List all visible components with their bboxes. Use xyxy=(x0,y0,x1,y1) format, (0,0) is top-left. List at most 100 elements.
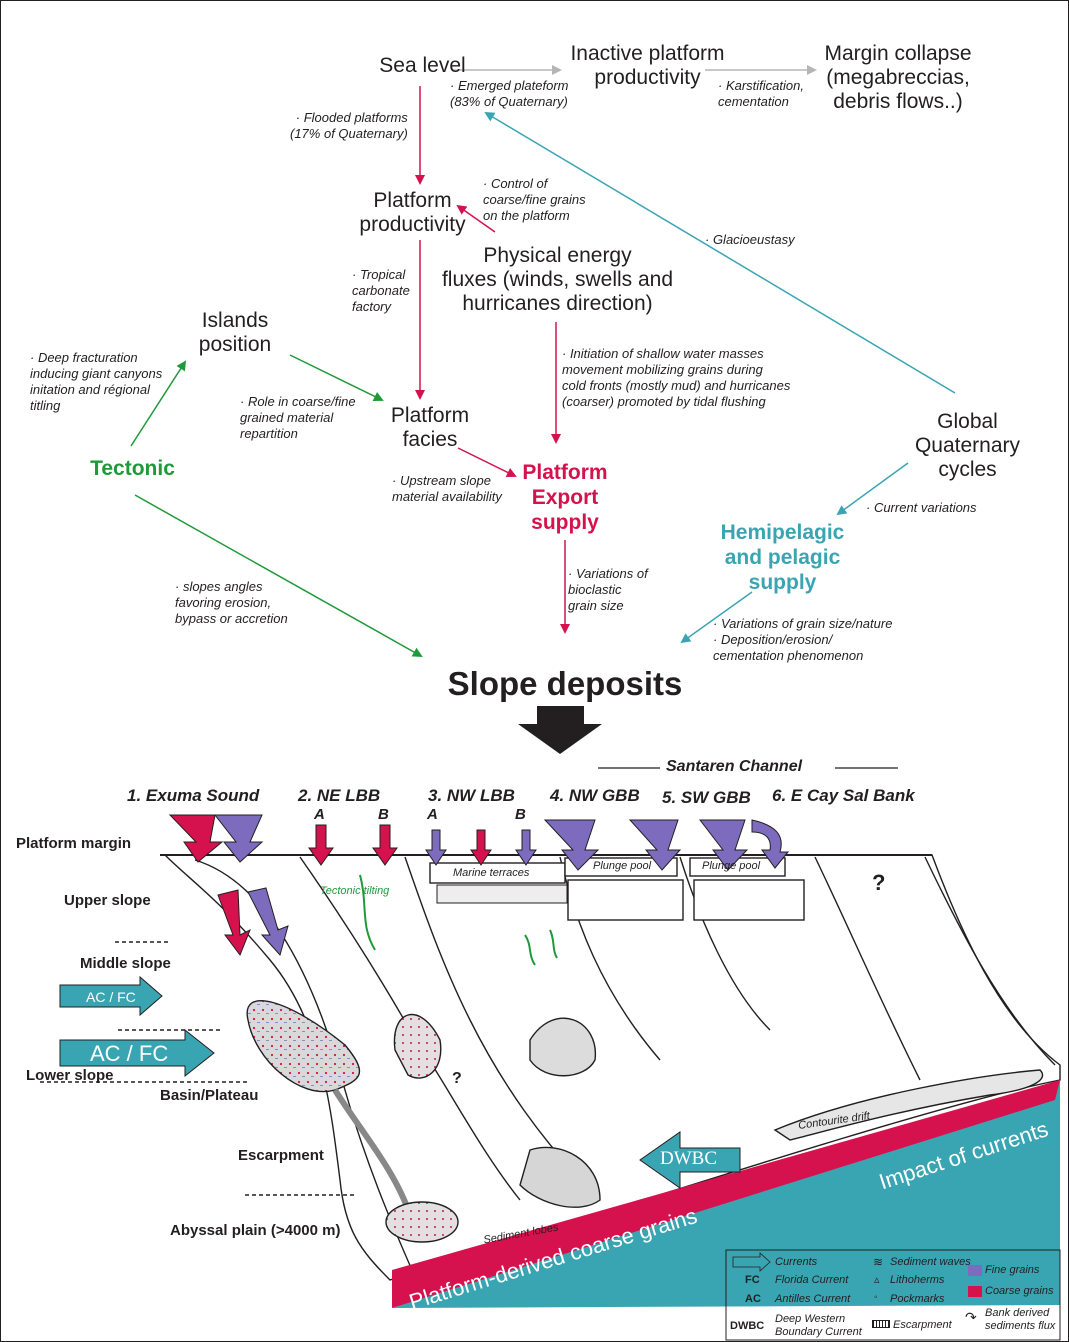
node-global-cycles: Global Quaternary cycles xyxy=(914,410,1021,481)
legend-coarse-swatch xyxy=(968,1286,982,1297)
node-sea-level: Sea level xyxy=(379,54,466,77)
flux-nelbb-a xyxy=(308,824,334,866)
flux-exuma-coarse xyxy=(168,814,224,863)
note-flooded: · Flooded platforms (17% of Quaternary) xyxy=(290,110,408,141)
plunge-pool-label-1: Plunge pool xyxy=(593,860,652,872)
terrace-band xyxy=(436,884,568,904)
note-current-variations: · Current variations xyxy=(866,500,977,515)
node-inactive-productivity: Inactive platform productivity xyxy=(570,42,725,89)
arrow-energy-productivity xyxy=(456,204,496,233)
note-upstream: · Upstream slope material availability xyxy=(392,473,502,504)
site-3a-label: A xyxy=(427,806,438,823)
flux-ecsb-2 xyxy=(751,819,790,869)
arrow-global-hemi xyxy=(836,462,909,516)
fan-nelbb xyxy=(393,1013,442,1079)
flux-exuma-fine-2 xyxy=(247,887,289,957)
zone-dashes xyxy=(40,941,355,1196)
fan-nwlbb xyxy=(529,1017,596,1077)
legend-current-arrow xyxy=(732,1252,771,1272)
profile-4 xyxy=(559,856,661,1061)
node-export-supply: Platform Export supply xyxy=(522,461,608,534)
note-role: · Role in coarse/fine grained material r… xyxy=(240,394,356,441)
wave-band-2 xyxy=(693,879,805,921)
waves-icon: ≋ xyxy=(873,1255,884,1269)
flux-nwlbb-b xyxy=(515,829,537,866)
flux-exuma-coarse-2 xyxy=(217,889,251,957)
big-down-arrow xyxy=(518,706,602,754)
note-deep-fracturation: · Deep fracturation inducing giant canyo… xyxy=(30,350,163,413)
current-arrow-small xyxy=(59,975,163,1017)
legend-ac-abbr: AC xyxy=(745,1293,761,1305)
tectonic-tilting-label: Tectonic tilting xyxy=(320,885,390,897)
legend-currents: Currents xyxy=(775,1256,818,1268)
zone-lower-slope: Lower slope xyxy=(26,1067,114,1084)
node-platform-productivity: Platform productivity xyxy=(359,189,466,236)
site-4-label: 4. NW GBB xyxy=(550,786,640,805)
legend-fine-swatch xyxy=(968,1265,982,1276)
site-1-label: 1. Exuma Sound xyxy=(127,786,260,805)
contourite-drift xyxy=(773,1069,1044,1141)
profile-7 xyxy=(924,856,1056,1066)
site-2a-label: A xyxy=(314,806,325,823)
zone-middle-slope: Middle slope xyxy=(80,955,171,972)
flow-arrows xyxy=(130,65,956,657)
question-mark-lbb: ? xyxy=(452,1070,462,1087)
legend-coarse-grains: Coarse grains xyxy=(985,1285,1054,1297)
note-glacioeustasy: · Glacioeustasy xyxy=(705,232,795,247)
note-control: · Control of coarse/fine grains on the p… xyxy=(483,176,586,223)
profile-6 xyxy=(814,856,921,1081)
note-tropical: · Tropical carbonate factory xyxy=(352,267,410,314)
plunge-pool-label-2: Plunge pool xyxy=(702,860,761,872)
node-margin-collapse: Margin collapse (megabreccias, debris fl… xyxy=(824,42,972,113)
lobe-exuma xyxy=(385,1201,459,1243)
zone-abyssal-plain: Abyssal plain (>4000 m) xyxy=(170,1222,341,1239)
current-arrow-big xyxy=(59,1028,215,1078)
escarpment-icon xyxy=(872,1320,890,1328)
node-platform-facies: Platform facies xyxy=(390,404,470,451)
zone-escarpment: Escarpment xyxy=(238,1147,324,1164)
dwbc-arrow xyxy=(639,1131,741,1189)
legend-pockmarks: Pockmarks xyxy=(890,1293,945,1305)
zone-basin-plateau: Basin/Plateau xyxy=(160,1087,259,1104)
arrow-tectonic-islands xyxy=(130,360,187,447)
arrow-islands-facies xyxy=(289,354,384,401)
flux-swgbb xyxy=(628,819,682,871)
zone-platform-margin: Platform margin xyxy=(16,835,132,852)
legend-fine-grains: Fine grains xyxy=(985,1264,1040,1276)
flux-nwgbb xyxy=(543,819,600,871)
site-3-label: 3. NW LBB xyxy=(428,786,515,805)
legend-sediment-waves: Sediment waves xyxy=(890,1256,971,1268)
current-label-big: AC / FC xyxy=(90,1041,169,1066)
legend-fc: Florida Current xyxy=(775,1274,849,1286)
bank-flux-icon: ↷ xyxy=(965,1309,977,1325)
note-initiation: · Initiation of shallow water masses mov… xyxy=(562,346,791,409)
lobe-nwlbb xyxy=(519,1146,601,1208)
legend-ac: Antilles Current xyxy=(775,1293,851,1305)
node-tectonic: Tectonic xyxy=(90,457,175,480)
site-6-label: 6. E Cay Sal Bank xyxy=(772,786,915,805)
tectonic-tilting-line xyxy=(359,874,376,951)
node-physical-energy: Physical energy fluxes (winds, swells an… xyxy=(441,244,674,315)
legend-lithoherms: Lithoherms xyxy=(890,1274,945,1286)
arrow-tectonic-slope xyxy=(134,494,423,657)
note-variations-bioclastic: · Variations of bioclastic grain size xyxy=(568,566,648,613)
channel-exuma xyxy=(332,1088,413,1216)
arrow-facies-export xyxy=(457,447,517,477)
green-line-3 xyxy=(549,929,558,959)
site-3b-label: B xyxy=(515,806,526,823)
flux-exuma-fine xyxy=(213,814,264,863)
profile-3 xyxy=(404,856,601,1201)
legend-escarpment: Escarpment xyxy=(893,1319,952,1331)
site-2b-label: B xyxy=(378,806,389,823)
note-emerged: · Emerged plateform (83% of Quaternary) xyxy=(450,78,569,109)
note-grain-nature: · Variations of grain size/nature · Depo… xyxy=(713,616,893,663)
flux-arrows xyxy=(168,814,790,957)
cross-section xyxy=(160,854,1061,1281)
node-slope-deposits: Slope deposits xyxy=(447,665,683,702)
legend-fc-abbr: FC xyxy=(745,1274,760,1286)
node-islands-position: Islands position xyxy=(198,309,272,356)
node-hemipelagic-supply: Hemipelagic and pelagic supply xyxy=(720,521,845,594)
legend-bank-flux: Bank derived sediments flux xyxy=(985,1307,1056,1332)
marine-terraces-label: Marine terraces xyxy=(453,867,530,879)
legend-dwbc-abbr: DWBC xyxy=(730,1320,765,1332)
